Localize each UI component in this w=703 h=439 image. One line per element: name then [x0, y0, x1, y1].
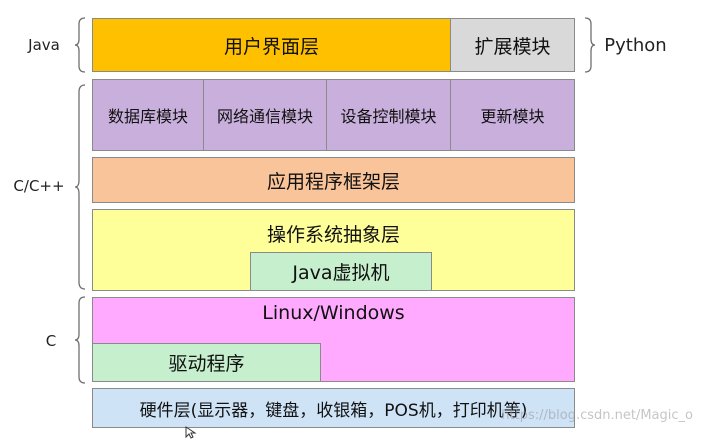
brace-c [74, 296, 86, 384]
brace-cpp [74, 84, 86, 290]
brace-python [584, 17, 596, 73]
label-python: Python [604, 34, 667, 56]
driver-block: 驱动程序 [92, 343, 321, 382]
app-framework-block: 应用程序框架层 [92, 157, 575, 203]
label-cpp: C/C++ [13, 177, 65, 195]
extension-module-block: 扩展模块 [450, 18, 575, 72]
jvm-block: Java虚拟机 [250, 252, 432, 291]
hardware-layer-block: 硬件层(显示器，键盘，收银箱，POS机，打印机等) [92, 388, 575, 428]
watermark-text: https://blog.csdn.net/Magic_o [501, 408, 693, 423]
label-c: C [45, 332, 57, 350]
update-module-block: 更新模块 [450, 79, 575, 151]
network-module-block: 网络通信模块 [203, 79, 327, 151]
label-java: Java [28, 36, 60, 54]
mouse-cursor-icon [185, 426, 197, 439]
brace-java [74, 17, 86, 73]
os-abstraction-label: 操作系统抽象层 [266, 224, 400, 246]
os-linux-windows-label: Linux/Windows [262, 302, 405, 324]
ui-layer-block: 用户界面层 [92, 18, 451, 72]
database-module-block: 数据库模块 [92, 79, 204, 151]
device-control-module-block: 设备控制模块 [326, 79, 451, 151]
